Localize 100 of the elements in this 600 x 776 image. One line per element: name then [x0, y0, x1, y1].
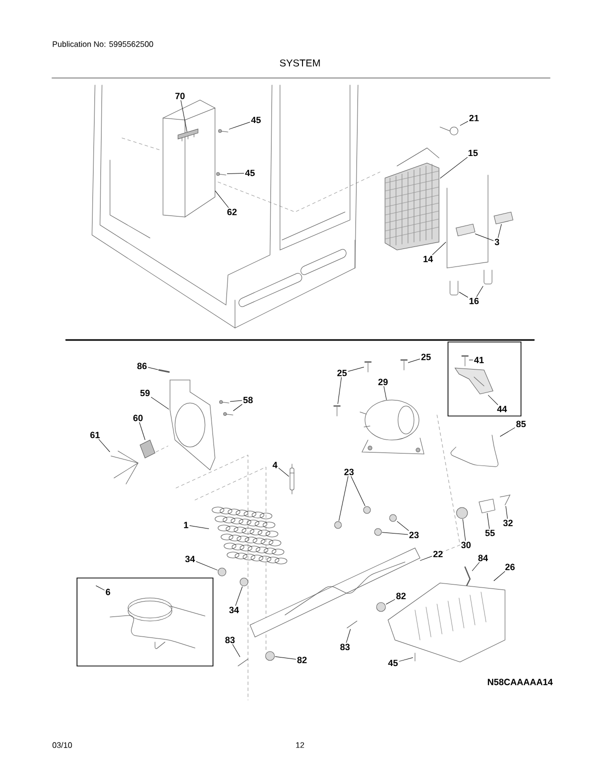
callout-number: 83: [340, 644, 350, 650]
leader-line: [275, 656, 296, 660]
leader-line: [500, 427, 516, 437]
callout-number: 45: [388, 660, 398, 666]
callout-number: 62: [227, 208, 237, 216]
leader-line: [215, 190, 229, 208]
drain-tube-drawing: [464, 566, 471, 588]
leader-line: [189, 525, 209, 529]
callout-number: 59: [140, 390, 150, 396]
callout-number: 26: [505, 564, 515, 570]
fitting-drawing: [440, 126, 458, 136]
leader-line: [476, 286, 484, 297]
leader-line: [384, 386, 387, 400]
fan-bracket-drawing: [170, 380, 216, 470]
block-icon: [494, 212, 514, 224]
publication-number: Publication No: 5995562500: [52, 41, 154, 47]
leader-line: [440, 157, 468, 178]
leader-line: [475, 234, 494, 241]
callout-number: 3: [494, 238, 500, 246]
screw-icon: [364, 361, 372, 372]
compressor-drawing: [360, 400, 424, 454]
block-icon: [456, 224, 476, 236]
callout-number: 86: [137, 362, 147, 370]
callout-number: 55: [485, 530, 495, 536]
relay-drawing: [478, 498, 496, 514]
grommet-icon: [389, 514, 397, 522]
callout-number: 29: [378, 378, 388, 386]
callout-number: 6: [106, 588, 110, 596]
callout-number: 32: [503, 520, 513, 526]
leader-line: [398, 657, 413, 662]
grommet-icon: [265, 651, 275, 661]
screw-icon: [461, 355, 469, 366]
leader-line: [488, 395, 498, 405]
leader-line: [139, 422, 146, 440]
leader-line: [230, 400, 242, 402]
callout-number: 61: [90, 432, 100, 438]
callout-number: 25: [421, 354, 431, 360]
callout-number: 1: [184, 522, 188, 528]
callout-number: 22: [433, 550, 443, 558]
grommet-icon: [376, 602, 386, 612]
callout-number: 70: [175, 92, 185, 100]
screw-icon: [400, 359, 408, 370]
callout-number: 34: [229, 606, 239, 614]
grommet-icon: [240, 578, 248, 586]
diagram-code: N58CAAAAA14: [488, 678, 553, 686]
grommet-icon: [363, 506, 371, 514]
leader-line: [235, 586, 243, 606]
condenser-coil-drawing: [212, 506, 288, 564]
callout-number: 30: [461, 542, 471, 548]
leader-line: [98, 439, 110, 452]
date: 03/10: [52, 742, 72, 748]
callout-number: 23: [344, 468, 354, 476]
bracket-drawing: [454, 368, 494, 394]
callout-number: 21: [469, 114, 479, 122]
leader-line: [494, 571, 506, 581]
leader-line: [96, 586, 105, 590]
evaporator-drawing: [384, 148, 440, 250]
callout-number: 84: [478, 554, 488, 562]
callout-number: 45: [245, 170, 255, 176]
title: SYSTEM: [280, 59, 320, 67]
leader-line: [338, 377, 342, 404]
leader-line: [232, 644, 240, 657]
screw-icon: [218, 129, 228, 133]
page-number: 12: [296, 742, 304, 748]
leader-line: [346, 629, 351, 643]
overload-icon: [500, 494, 510, 506]
callout-number: 23: [409, 532, 419, 538]
grommet-icon: [374, 528, 382, 536]
leader-line: [460, 121, 468, 126]
callout-number: 44: [497, 406, 507, 412]
callout-number: 14: [424, 256, 433, 262]
leader-line: [459, 292, 468, 298]
screw-icon: [216, 172, 226, 176]
leader-line: [498, 224, 502, 238]
leader-line: [462, 519, 466, 541]
leader-line: [227, 172, 244, 174]
clip-icon: [484, 270, 492, 284]
leader-line: [338, 476, 348, 521]
callout-number: 41: [474, 356, 484, 364]
leader-line: [148, 367, 158, 370]
leader-line: [180, 100, 188, 132]
leader-line: [486, 513, 490, 529]
callout-number: 15: [468, 150, 478, 156]
screw-icon: [238, 658, 248, 666]
leader-line: [506, 506, 508, 519]
leader-line: [150, 396, 169, 410]
leader-line: [278, 468, 289, 477]
callout-number: 60: [133, 414, 143, 422]
callout-number: 85: [516, 420, 526, 428]
leader-line: [386, 599, 396, 604]
screw-icon: [223, 412, 234, 416]
clip-icon: [450, 280, 458, 296]
base-plate-drawing: [250, 548, 420, 638]
leader-line: [382, 532, 408, 535]
callout-number: 45: [251, 116, 261, 124]
leader-line: [233, 404, 242, 411]
leader-line: [350, 476, 366, 506]
callout-number: 82: [396, 592, 406, 600]
leader-line: [196, 561, 218, 570]
grommet-icon: [218, 568, 226, 576]
